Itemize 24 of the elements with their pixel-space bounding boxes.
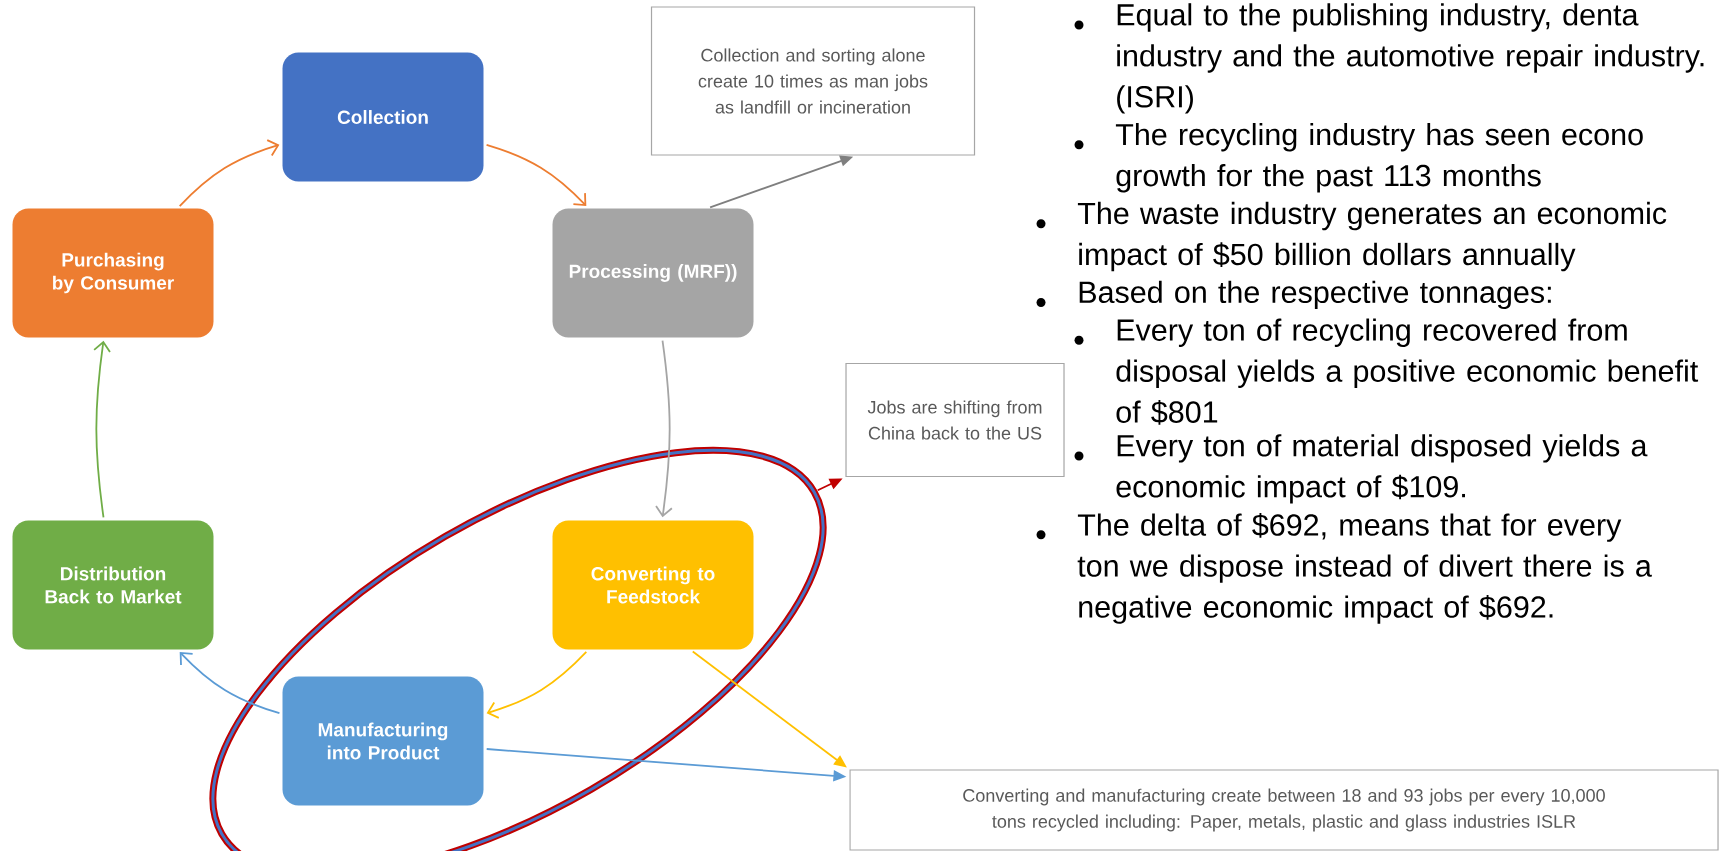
- process-box: Processing (MRF)): [552, 208, 754, 338]
- arrow: [691, 650, 847, 768]
- bullet-text: The recycling industry has seen econo growth for the past 113 months: [1115, 123, 1643, 193]
- process-box: Manufacturing into Product: [282, 676, 484, 806]
- bullet-text: The waste industry generates an economic impact of $50 billion dollars annually: [1077, 201, 1667, 272]
- bullet-text: Equal to the publishing industry, denta industry and the automotive repair industry. (ISRI): [1117, 3, 1704, 114]
- callout-box: Converting and manufacturing create between 18 and 93 jobs per every 10,000 tons recycled including: Paper, metals, plastic and glass industries ISLR: [849, 769, 1719, 851]
- process-box: Collection: [282, 52, 484, 182]
- bullet-text: The delta of $692, means that for every ton we dispose instead of divert there is a negative economic impact of $692.: [1077, 512, 1652, 624]
- arrow: [485, 143, 587, 207]
- arrow: [178, 139, 280, 207]
- highlight-ellipse: [209, 446, 827, 851]
- arrow: [486, 651, 588, 719]
- callout-box: Jobs are shifting from China back to the US: [845, 362, 1065, 478]
- arrow: [655, 339, 673, 518]
- bullet-text: Every ton of material disposed yields a economic impact of $109.: [1116, 434, 1648, 504]
- process-box: Converting to Feedstock: [552, 520, 754, 650]
- process-box: Purchasing by Consumer: [12, 208, 214, 338]
- callout-box: Collection and sorting alone create 10 times as man jobs as landfill or incineration: [650, 6, 976, 156]
- bullet-text: Based on the respective tonnages:: [1079, 280, 1551, 310]
- bullet-text: Every ton of recycling recovered from disposal yields a positive economic benefit of $801: [1116, 318, 1699, 425]
- arrow: [93, 340, 111, 519]
- process-box: Distribution Back to Market: [12, 520, 214, 650]
- arrow: [179, 651, 281, 715]
